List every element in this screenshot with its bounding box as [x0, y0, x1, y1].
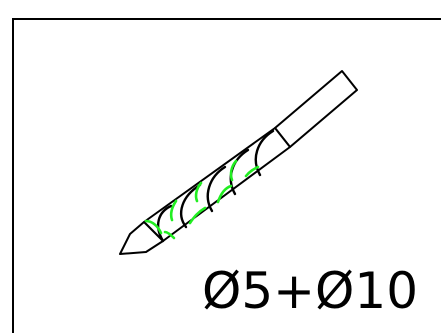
drill-size-label: Ø5+Ø10 — [202, 262, 419, 320]
